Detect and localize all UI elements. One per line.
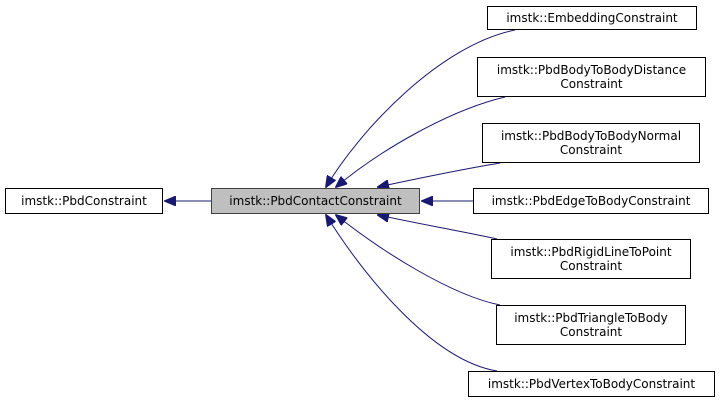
node-pbd-triangle-to-body-constraint[interactable]: imstk::PbdTriangleToBody Constraint bbox=[496, 305, 686, 345]
node-label-line2: Constraint bbox=[559, 259, 623, 273]
edge-rigid-line bbox=[378, 215, 498, 240]
node-pbd-body-to-body-normal-constraint[interactable]: imstk::PbdBodyToBodyNormal Constraint bbox=[482, 123, 700, 163]
node-label: imstk::EmbeddingConstraint bbox=[506, 11, 678, 25]
node-pbd-body-to-body-distance-constraint[interactable]: imstk::PbdBodyToBodyDistance Constraint bbox=[477, 57, 706, 97]
node-label: imstk::PbdVertexToBodyConstraint bbox=[487, 377, 696, 391]
edge-body-normal bbox=[378, 162, 501, 187]
node-pbd-edge-to-body-constraint[interactable]: imstk::PbdEdgeToBodyConstraint bbox=[473, 188, 709, 214]
node-pbd-contact-constraint: imstk::PbdContactConstraint bbox=[211, 188, 420, 214]
node-label-line1: imstk::PbdRigidLineToPoint bbox=[510, 245, 672, 259]
node-label-line2: Constraint bbox=[560, 77, 623, 91]
node-label: imstk::PbdConstraint bbox=[21, 194, 147, 208]
edge-vertex bbox=[326, 215, 498, 372]
node-pbd-vertex-to-body-constraint[interactable]: imstk::PbdVertexToBodyConstraint bbox=[468, 371, 715, 397]
node-embedding-constraint[interactable]: imstk::EmbeddingConstraint bbox=[487, 6, 697, 30]
node-label: imstk::PbdContactConstraint bbox=[229, 194, 402, 208]
node-label-line1: imstk::PbdBodyToBodyDistance bbox=[496, 63, 687, 77]
node-label-line2: Constraint bbox=[559, 143, 623, 157]
node-label-line1: imstk::PbdBodyToBodyNormal bbox=[500, 129, 682, 143]
node-pbd-rigid-line-to-point-constraint[interactable]: imstk::PbdRigidLineToPoint Constraint bbox=[491, 239, 691, 279]
node-label-line1: imstk::PbdTriangleToBody bbox=[514, 311, 668, 325]
edge-triangle bbox=[336, 215, 501, 306]
edge-embedding bbox=[326, 29, 516, 187]
edge-body-distance bbox=[336, 96, 506, 187]
node-pbd-constraint[interactable]: imstk::PbdConstraint bbox=[5, 188, 163, 214]
node-label-line2: Constraint bbox=[559, 325, 623, 339]
node-label: imstk::PbdEdgeToBodyConstraint bbox=[491, 194, 691, 208]
